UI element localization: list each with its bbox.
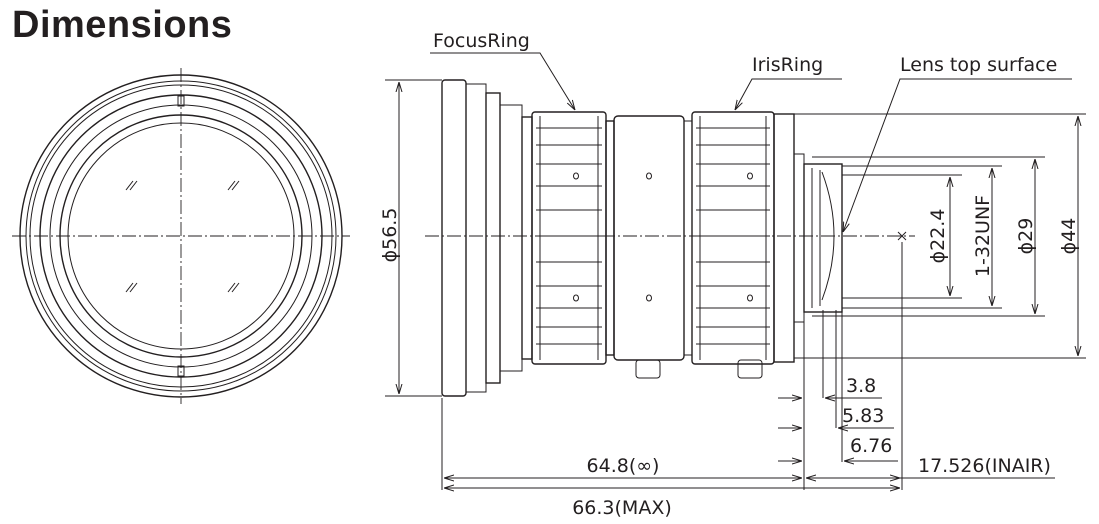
dim-64-8-label: 64.8(∞): [587, 455, 660, 477]
lens-top-surface-label: Lens top surface: [900, 54, 1057, 76]
dim-66-3-label: 66.3(MAX): [572, 497, 672, 519]
callouts: [430, 52, 1072, 232]
dim-thread-label: 1-32UNF: [972, 195, 994, 277]
dim-29-label: ϕ29: [1015, 218, 1037, 255]
iris-ring-label: IrisRing: [752, 54, 823, 76]
page-title: Dimensions: [12, 4, 233, 46]
glass-hatch-marks: [125, 180, 240, 293]
dim-5-83-label: 5.83: [842, 405, 884, 427]
dim-56-5-label: ϕ56.5: [379, 208, 401, 263]
dim-3-8-label: 3.8: [846, 375, 876, 397]
dim-6-76-label: 6.76: [850, 435, 892, 457]
front-view: [12, 68, 350, 404]
dim-17-526-label: 17.526(INAIR): [918, 455, 1051, 477]
dim-22-4-label: ϕ22.4: [927, 209, 949, 264]
focus-ring-label: FocusRing: [433, 30, 530, 52]
image-plane-mark: [897, 231, 907, 241]
dim-44-label: ϕ44: [1058, 218, 1080, 255]
